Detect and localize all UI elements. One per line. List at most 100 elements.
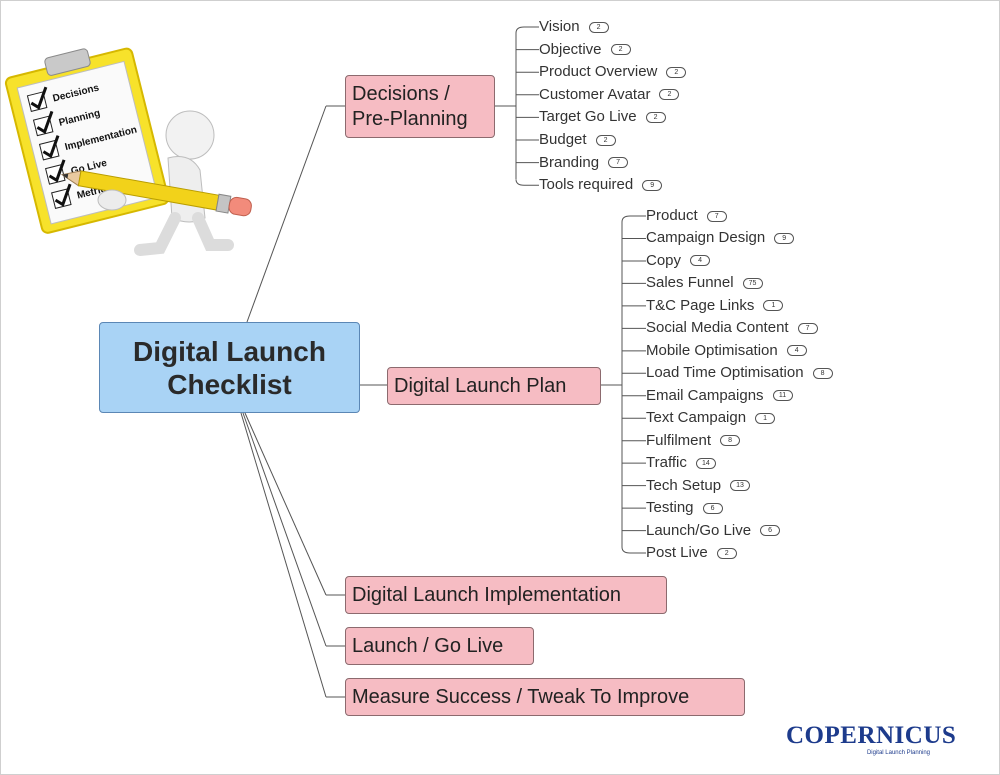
- subtopic-label: Launch/Go Live: [646, 521, 752, 539]
- subtopic-item[interactable]: Tools required 9: [539, 176, 663, 194]
- clipboard-clip: [44, 48, 91, 76]
- subtopic-label: Sales Funnel: [646, 274, 734, 292]
- branch-decisions-line1: Decisions /: [352, 82, 450, 105]
- branch-decisions-line2: Pre-Planning: [352, 107, 468, 130]
- branch-golive-label: Launch / Go Live: [352, 634, 504, 657]
- subtopic-label: Social Media Content: [646, 319, 789, 337]
- subtopic-item[interactable]: Testing 6: [646, 499, 723, 517]
- logo-wordmark: COPERNICUS: [786, 722, 957, 749]
- logo-tagline: Digital Launch Planning: [866, 750, 930, 756]
- subtopic-item[interactable]: Traffic 14: [646, 454, 716, 472]
- subtopic-item[interactable]: Email Campaigns 11: [646, 387, 793, 405]
- connector-center-measure: [240, 412, 327, 698]
- subtopic-label: T&C Page Links: [646, 296, 755, 314]
- bracket-curve-bottom: [515, 179, 539, 186]
- subtopic-count-badge: 2: [588, 21, 609, 33]
- bracket-curve-top: [621, 215, 646, 223]
- subtopic-label: Traffic: [646, 454, 687, 472]
- subtopic-item[interactable]: Text Campaign 1: [646, 409, 776, 427]
- subtopic-count-badge: 1: [755, 412, 776, 424]
- branch-decisions-pre-planning[interactable]: Decisions / Pre-Planning: [345, 75, 495, 138]
- subtopic-count-badge: 8: [720, 435, 741, 447]
- subtopic-label: Budget: [539, 131, 587, 148]
- figure-leg-left: [134, 212, 181, 256]
- subtopic-item[interactable]: Sales Funnel 75: [646, 274, 763, 292]
- subtopic-label: Branding: [539, 153, 600, 171]
- subtopic-item[interactable]: Mobile Optimisation 4: [646, 342, 807, 360]
- subtopic-count-badge: 2: [610, 44, 631, 56]
- subtopic-item[interactable]: Product Overview 2: [539, 63, 687, 81]
- subtopic-label: Text Campaign: [646, 409, 747, 427]
- subtopic-label: Email Campaigns: [646, 386, 764, 404]
- branch-launch-go-live[interactable]: Launch / Go Live: [345, 627, 534, 665]
- subtopic-count-badge: 13: [730, 480, 751, 492]
- subtopic-item[interactable]: Copy 4: [646, 251, 711, 270]
- subtopic-item[interactable]: Vision 2: [539, 18, 609, 36]
- subtopic-count-badge: 2: [595, 134, 616, 146]
- subtopic-count-badge: 9: [774, 232, 795, 244]
- subtopic-item[interactable]: Tech Setup 13: [646, 476, 751, 495]
- subtopic-count-badge: 1: [763, 300, 784, 312]
- subtopic-count-badge: 6: [702, 502, 723, 514]
- checkmark-icon: [42, 135, 60, 159]
- subtopic-count-badge: 6: [760, 525, 781, 537]
- subtopic-count-badge: 2: [645, 111, 666, 123]
- subtopic-label: Mobile Optimisation: [646, 341, 778, 359]
- subtopic-count-badge: 4: [690, 255, 711, 267]
- central-topic-line2: Checklist: [167, 368, 292, 400]
- subtopic-count-badge: 2: [716, 547, 737, 559]
- subtopic-label: Vision: [539, 18, 580, 35]
- subtopic-label: Campaign Design: [646, 229, 766, 247]
- connector-center-golive: [242, 412, 327, 647]
- connector-center-decisions: [246, 105, 327, 323]
- subtopic-count-badge: 4: [786, 345, 807, 357]
- subtopic-count-badge: 14: [695, 457, 716, 469]
- subtopic-item[interactable]: Budget 2: [539, 131, 616, 149]
- branch-measure-label: Measure Success / Tweak To Improve: [352, 685, 690, 708]
- subtopic-item[interactable]: T&C Page Links 1: [646, 296, 784, 315]
- subtopic-label: Customer Avatar: [539, 85, 651, 103]
- subtopic-count-badge: 9: [642, 179, 663, 191]
- checkmark-icon: [36, 110, 54, 134]
- branch-digital-launch-implementation[interactable]: Digital Launch Implementation: [345, 576, 667, 614]
- checkmark-icon: [54, 183, 72, 207]
- copernicus-logo: COPERNICUS Digital Launch Planning: [786, 722, 956, 762]
- subtopic-label: Post Live: [646, 544, 708, 562]
- subtopic-count-badge: 75: [742, 277, 763, 289]
- subtopic-label: Copy: [646, 251, 682, 269]
- checkmark-icon: [48, 159, 66, 183]
- subtopic-label: Tech Setup: [646, 476, 722, 494]
- subtopic-item[interactable]: Fulfilment 8: [646, 431, 741, 450]
- subtopic-label: Testing: [646, 499, 694, 517]
- subtopic-item[interactable]: Product 7: [646, 207, 727, 225]
- bracket-curve-bottom: [621, 547, 646, 554]
- connector-center-implementation: [244, 412, 327, 596]
- subtopic-item[interactable]: Campaign Design 9: [646, 229, 795, 247]
- subtopic-label: Product Overview: [539, 63, 658, 81]
- subtopic-label: Product: [646, 207, 698, 224]
- branch-digital-launch-plan[interactable]: Digital Launch Plan: [387, 367, 601, 405]
- branch-plan-label: Digital Launch Plan: [394, 374, 567, 397]
- subtopic-label: Fulfilment: [646, 431, 712, 449]
- subtopic-item[interactable]: Customer Avatar 2: [539, 85, 680, 104]
- figure-leg-right: [192, 212, 234, 251]
- figure-hand: [97, 189, 127, 211]
- subtopic-label: Tools required: [539, 176, 634, 194]
- checkmark-icon: [30, 86, 48, 110]
- pencil-icon: [60, 170, 252, 217]
- subtopic-item[interactable]: Launch/Go Live 6: [646, 521, 781, 540]
- central-topic-line1: Digital Launch: [133, 335, 326, 367]
- subtopic-count-badge: 11: [772, 390, 793, 402]
- subtopic-count-badge: 2: [659, 89, 680, 101]
- bracket-curve-top: [515, 26, 539, 34]
- subtopic-count-badge: 7: [706, 210, 727, 222]
- subtopic-count-badge: 2: [666, 66, 687, 78]
- subtopic-item[interactable]: Post Live 2: [646, 544, 737, 562]
- branch-measure-success[interactable]: Measure Success / Tweak To Improve: [345, 678, 745, 716]
